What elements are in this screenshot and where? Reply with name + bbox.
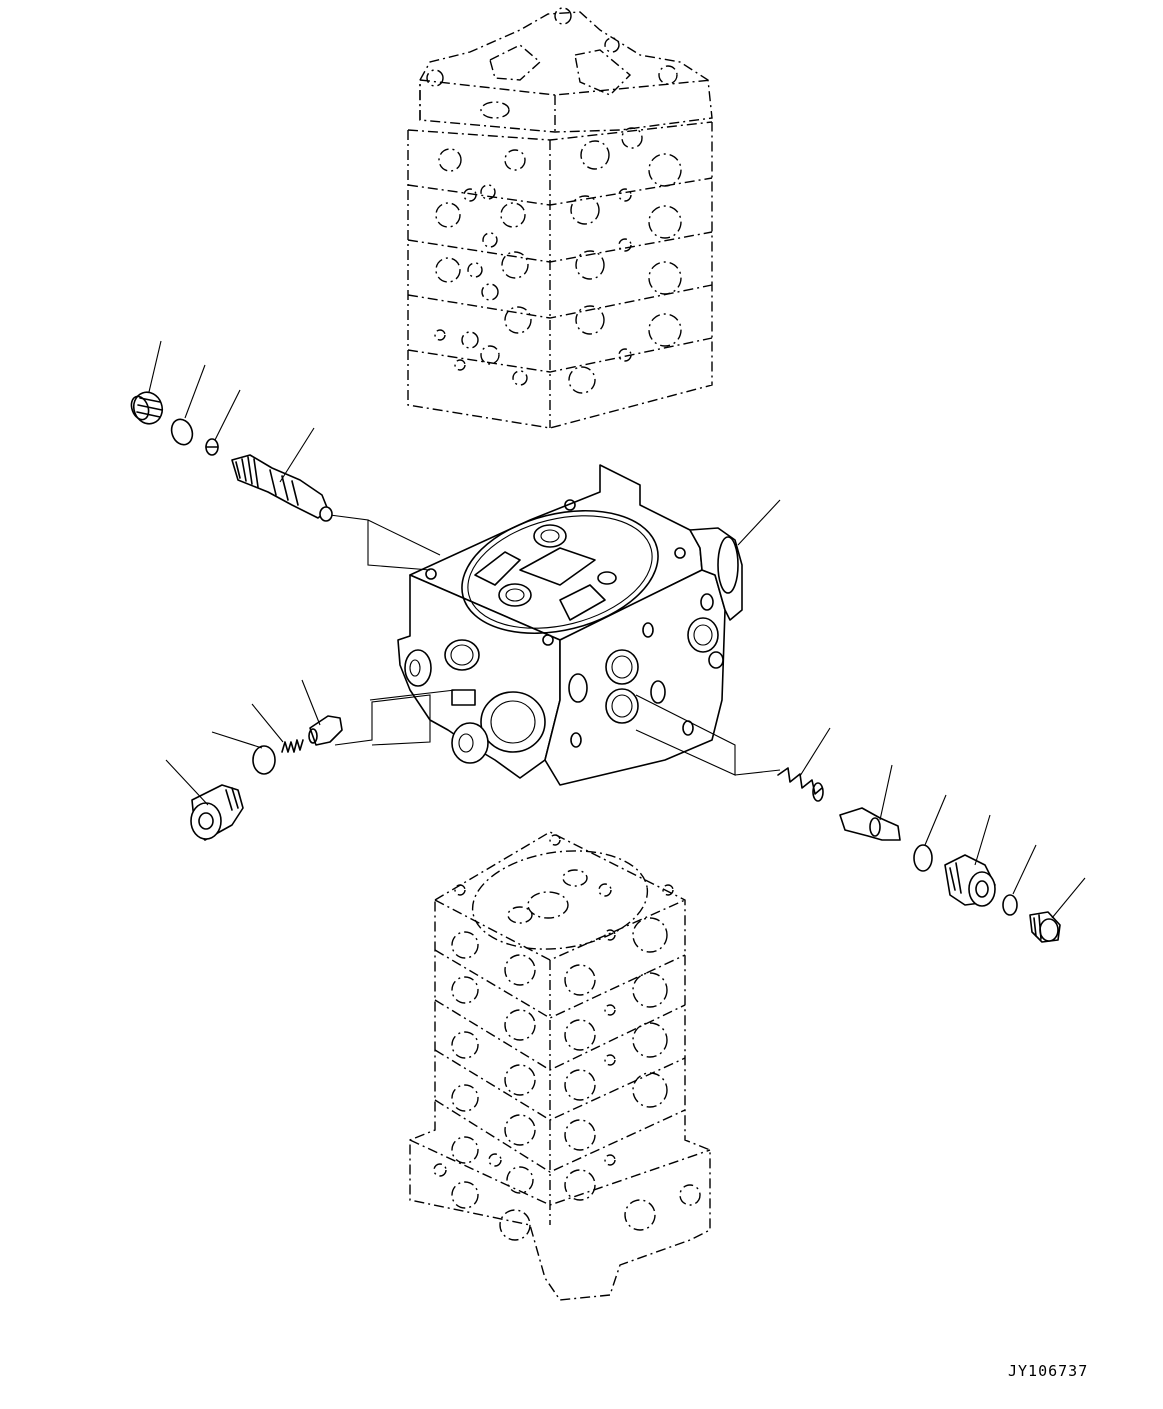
poppet-left: [308, 715, 343, 746]
check-valve-parts-right: [777, 767, 1061, 943]
check-valve-parts-left: [190, 715, 343, 841]
backup-ring-upper: [205, 438, 219, 456]
poppet-right: [839, 807, 901, 841]
o-ring-upper: [170, 418, 194, 446]
o-ring-left: [252, 745, 276, 775]
relief-valve-cartridge: [231, 454, 333, 522]
plug-right: [944, 854, 996, 907]
assembly-axes: [329, 514, 781, 776]
o-ring-right: [913, 844, 933, 872]
o-ring-small-right: [1002, 894, 1018, 916]
upper-valve-stack: [407, 7, 713, 429]
drawing-number: JY106737: [1008, 1362, 1089, 1380]
relief-valve-parts: [130, 391, 333, 522]
spring-right: [777, 767, 824, 802]
spring-left: [281, 739, 304, 753]
plug-cap-right: [1029, 911, 1061, 943]
plug-left: [190, 784, 244, 841]
plug-cap-upper: [130, 391, 164, 425]
lower-valve-stack: [409, 831, 711, 1301]
valve-body-section: [397, 464, 743, 786]
leader-lines: [148, 340, 1086, 919]
